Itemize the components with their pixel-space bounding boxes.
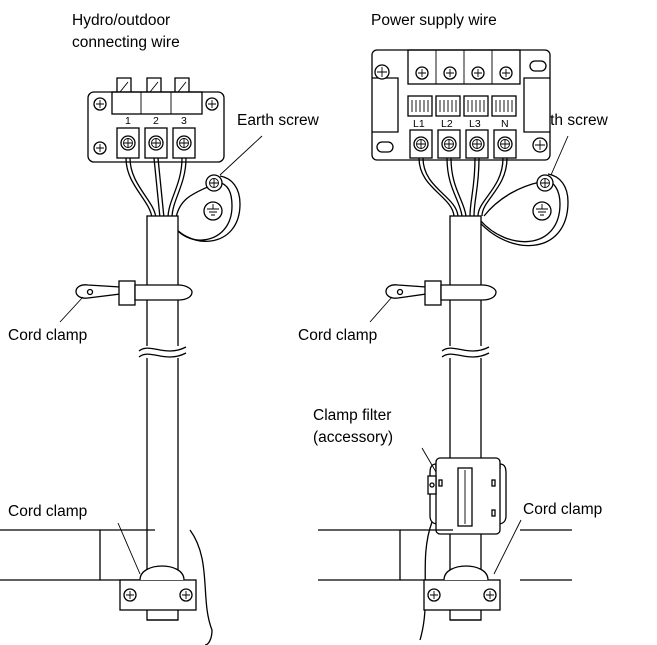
- right-lower-cord-clamp: [423, 519, 522, 611]
- right-wires: [418, 157, 569, 247]
- right-cord-clamp-lower-label: Cord clamp: [523, 501, 602, 518]
- terminal-screw-icon: [120, 135, 136, 151]
- mount-screw-icon: [205, 97, 219, 111]
- terminal-screw-icon: [176, 135, 192, 151]
- clamp-filter-label-line2: (accessory): [313, 429, 393, 446]
- terminal-screw-icon: [413, 136, 429, 152]
- terminal-screw-icon: [441, 136, 457, 152]
- left-cord-clamp-upper-label: Cord clamp: [8, 327, 87, 344]
- clamp-screw-icon: [179, 588, 193, 602]
- terminal-screw-icon: [148, 135, 164, 151]
- left-wires: [125, 157, 241, 242]
- mount-screw-icon: [374, 64, 390, 80]
- mount-screw-icon: [93, 141, 107, 155]
- top-screw-icon: [499, 66, 513, 80]
- mount-hole-icon: [529, 60, 547, 72]
- clamp-screw-icon: [123, 588, 137, 602]
- left-lower-cord-clamp: [117, 522, 197, 611]
- clamp-filter-label-line1: Clamp filter: [313, 407, 391, 424]
- terminal-label: N: [501, 118, 509, 130]
- mount-screw-icon: [93, 97, 107, 111]
- terminal-label: L2: [441, 118, 453, 130]
- left-title-line1: Hydro/outdoor: [72, 12, 170, 29]
- right-cable: [441, 215, 490, 621]
- right-upper-cord-clamp: [369, 280, 497, 323]
- top-screw-icon: [471, 66, 485, 80]
- terminal-screw-icon: [469, 136, 485, 152]
- terminal-label: 3: [181, 115, 187, 127]
- left-cable: [138, 215, 187, 621]
- clamp-screw-icon: [427, 588, 441, 602]
- left-upper-cord-clamp: [59, 280, 193, 323]
- left-earth-screw-label: Earth screw: [237, 112, 320, 129]
- clamp-filter: [421, 447, 507, 535]
- right-earth-screw-icon: [532, 135, 569, 221]
- terminal-label: 2: [153, 115, 159, 127]
- left-title-line2: connecting wire: [72, 34, 180, 51]
- mount-screw-icon: [532, 137, 548, 153]
- terminal-screw-icon: [497, 136, 513, 152]
- left-terminal-block: 1 2 3: [87, 77, 225, 163]
- left-cord-clamp-lower-label: Cord clamp: [8, 503, 87, 520]
- terminal-label: L3: [469, 118, 481, 130]
- right-cord-clamp-upper-label: Cord clamp: [298, 327, 377, 344]
- clamp-screw-icon: [483, 588, 497, 602]
- left-earth-screw-icon: [203, 135, 263, 221]
- mount-hole-icon: [376, 141, 394, 153]
- right-terminal-block: L1 L2 L3 N: [371, 49, 551, 161]
- right-title: Power supply wire: [371, 12, 497, 29]
- top-screw-icon: [443, 66, 457, 80]
- top-screw-icon: [415, 66, 429, 80]
- terminal-label: L1: [413, 118, 425, 130]
- terminal-label: 1: [125, 115, 131, 127]
